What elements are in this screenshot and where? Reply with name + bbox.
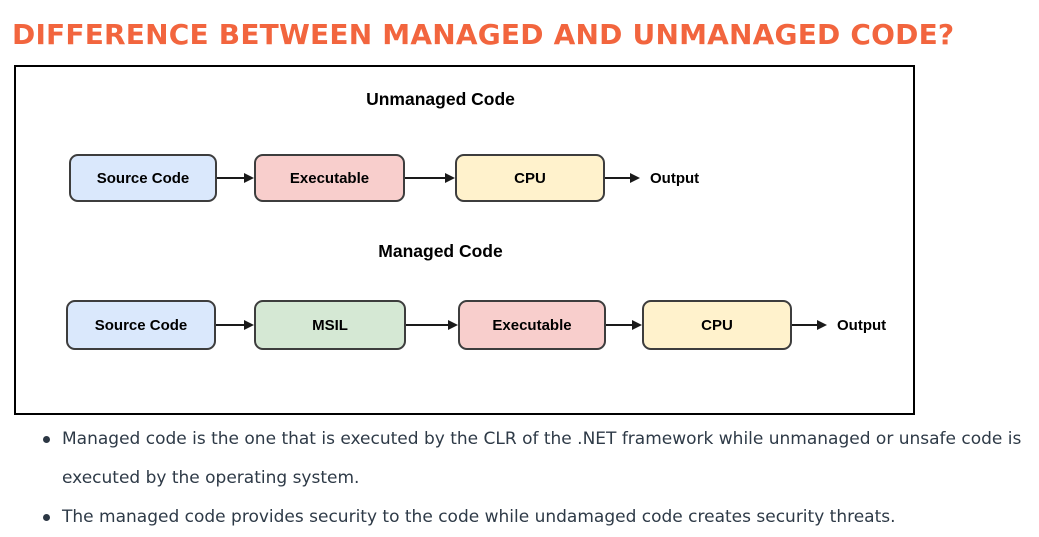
arrowhead-icon: [817, 320, 827, 330]
flow-arrow: [605, 173, 640, 183]
flow-node-label: CPU: [701, 316, 733, 334]
flow-node-msil: MSIL: [254, 300, 406, 350]
arrowhead-icon: [632, 320, 642, 330]
flow-node-executable: Executable: [458, 300, 606, 350]
note-item: The managed code provides security to th…: [43, 498, 1031, 537]
arrow-shaft: [216, 324, 244, 326]
arrow-shaft: [217, 177, 244, 179]
flow-node-cpu: CPU: [455, 154, 605, 202]
arrowhead-icon: [448, 320, 458, 330]
flow-node-label: Source Code: [96, 169, 190, 187]
flow-node-label: MSIL: [312, 316, 348, 334]
flow-arrow: [216, 320, 254, 330]
flow-node-label: CPU: [514, 169, 546, 187]
flow-title-managed: Managed Code: [378, 241, 503, 261]
flow-arrow: [217, 173, 254, 183]
diagram-frame: Unmanaged Code Source Code Executable CP…: [14, 65, 915, 415]
note-item: Managed code is the one that is executed…: [43, 420, 1031, 498]
flow-node-cpu: CPU: [642, 300, 792, 350]
flow-arrow: [406, 320, 458, 330]
flow-node-label: Executable: [289, 169, 370, 187]
flow-title-unmanaged: Unmanaged Code: [366, 89, 515, 109]
arrowhead-icon: [244, 173, 254, 183]
arrow-shaft: [405, 177, 445, 179]
flow-node-source-code: Source Code: [66, 300, 216, 350]
arrowhead-icon: [445, 173, 455, 183]
unmanaged-flow-row: Source Code Executable CPU Output: [69, 154, 699, 202]
flow-arrow: [792, 320, 827, 330]
flow-arrow: [405, 173, 455, 183]
page-title: DIFFERENCE BETWEEN MANAGED AND UNMANAGED…: [12, 18, 955, 51]
flow-node-label: Source Code: [94, 316, 188, 334]
arrow-shaft: [606, 324, 632, 326]
flow-arrow: [606, 320, 642, 330]
arrowhead-icon: [244, 320, 254, 330]
output-label: Output: [837, 316, 887, 334]
managed-flow-row: Source Code MSIL Executable CPU Output: [66, 300, 886, 350]
output-label: Output: [650, 169, 700, 187]
flow-node-label: Executable: [492, 316, 572, 334]
arrow-shaft: [406, 324, 448, 326]
arrow-shaft: [605, 177, 630, 179]
flow-node-source-code: Source Code: [69, 154, 217, 202]
arrow-shaft: [792, 324, 817, 326]
notes-list: Managed code is the one that is executed…: [43, 420, 1031, 537]
arrowhead-icon: [630, 173, 640, 183]
flow-node-executable: Executable: [254, 154, 405, 202]
